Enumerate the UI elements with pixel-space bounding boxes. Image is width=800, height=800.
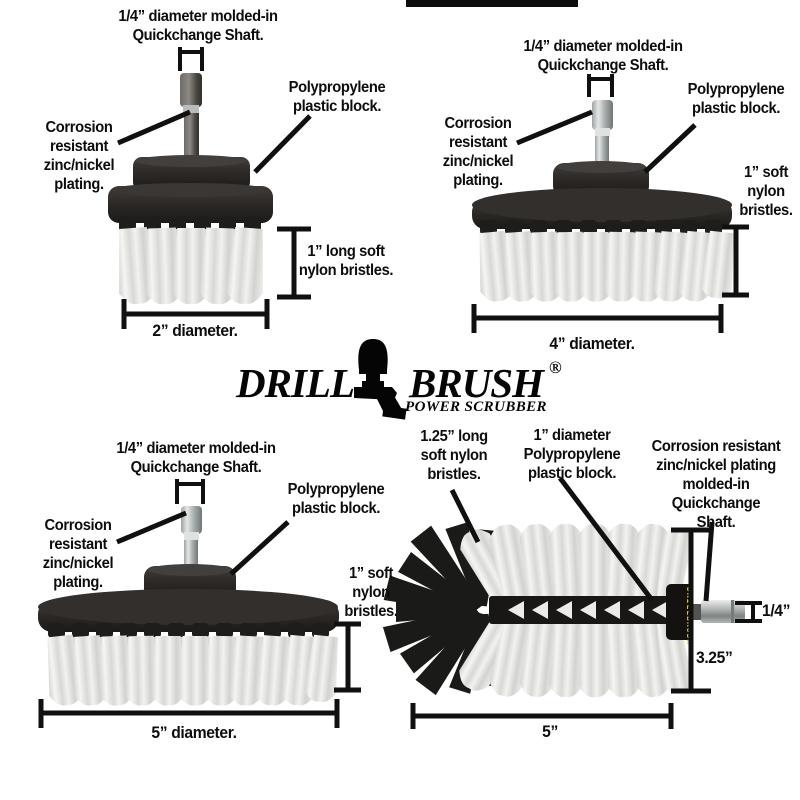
- label-4in-plating: Corrosion resistant zinc/nickel plating.: [442, 115, 514, 189]
- dimension-markers: [38, 47, 762, 729]
- brush-2in-illustration: [108, 73, 273, 306]
- brush-5in-illustration: [38, 506, 342, 707]
- label-2in-plating: Corrosion resistant zinc/nickel plating.: [43, 119, 115, 193]
- brush-4in-illustration: [472, 100, 738, 303]
- label-4in-block: Polypropylene plastic block.: [687, 81, 785, 117]
- label-corner-height: 3.25”: [696, 648, 733, 667]
- label-corner-shaft: Corrosion resistant zinc/nickel plating …: [651, 438, 781, 531]
- logo-registered-mark: ®: [549, 358, 562, 377]
- label-2in-bristles: 1” long soft nylon bristles.: [298, 243, 394, 279]
- label-2in-block: Polypropylene plastic block.: [288, 79, 386, 115]
- label-4in-shaft: 1/4” diameter molded-in Quickchange Shaf…: [523, 38, 683, 74]
- label-5in-block: Polypropylene plastic block.: [287, 481, 385, 517]
- label-corner-shaft-diameter: 1/4”: [762, 601, 791, 620]
- logo-word-drill: DRILL: [236, 360, 355, 406]
- label-5in-shaft: 1/4” diameter molded-in Quickchange Shaf…: [116, 440, 276, 476]
- label-2in-diameter: 2” diameter.: [152, 321, 238, 340]
- label-4in-diameter: 4” diameter.: [549, 334, 635, 353]
- label-5in-plating: Corrosion resistant zinc/nickel plating.: [42, 517, 114, 591]
- drill-icon: [354, 339, 407, 420]
- logo-word-brush: BRUSH: [409, 360, 544, 406]
- label-5in-diameter: 5” diameter.: [151, 723, 237, 742]
- photo-crop-bar: [406, 0, 578, 7]
- label-corner-length: 5”: [542, 722, 558, 741]
- label-corner-block: 1” diameter Polypropylene plastic block.: [523, 427, 621, 482]
- label-corner-bristles: 1.25” long soft nylon bristles.: [420, 428, 488, 483]
- label-5in-bristles: 1” soft nylon bristles.: [344, 565, 398, 620]
- label-4in-bristles: 1” soft nylon bristles.: [739, 164, 793, 219]
- label-2in-shaft: 1/4” diameter molded-in Quickchange Shaf…: [118, 8, 278, 44]
- logo-tagline: POWER SCRUBBER: [405, 399, 547, 415]
